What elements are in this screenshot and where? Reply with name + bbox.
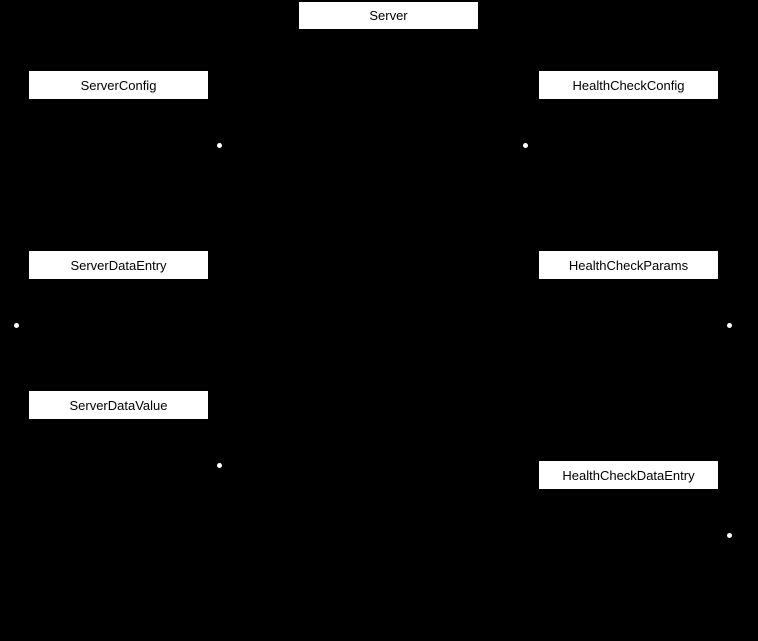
node-server-config: ServerConfig — [29, 71, 208, 99]
node-health-check-params: HealthCheckParams — [539, 251, 718, 279]
connector-dot — [727, 533, 732, 538]
node-health-check-data-entry: HealthCheckDataEntry — [539, 461, 718, 489]
connector-dot — [217, 463, 222, 468]
connector-dot — [727, 323, 732, 328]
connector-dot — [523, 143, 528, 148]
node-server-data-entry: ServerDataEntry — [29, 251, 208, 279]
node-server: Server — [299, 2, 478, 29]
node-health-check-config: HealthCheckConfig — [539, 71, 718, 99]
node-server-data-value: ServerDataValue — [29, 391, 208, 419]
connector-dot — [13, 323, 19, 328]
connector-dot — [217, 143, 222, 148]
